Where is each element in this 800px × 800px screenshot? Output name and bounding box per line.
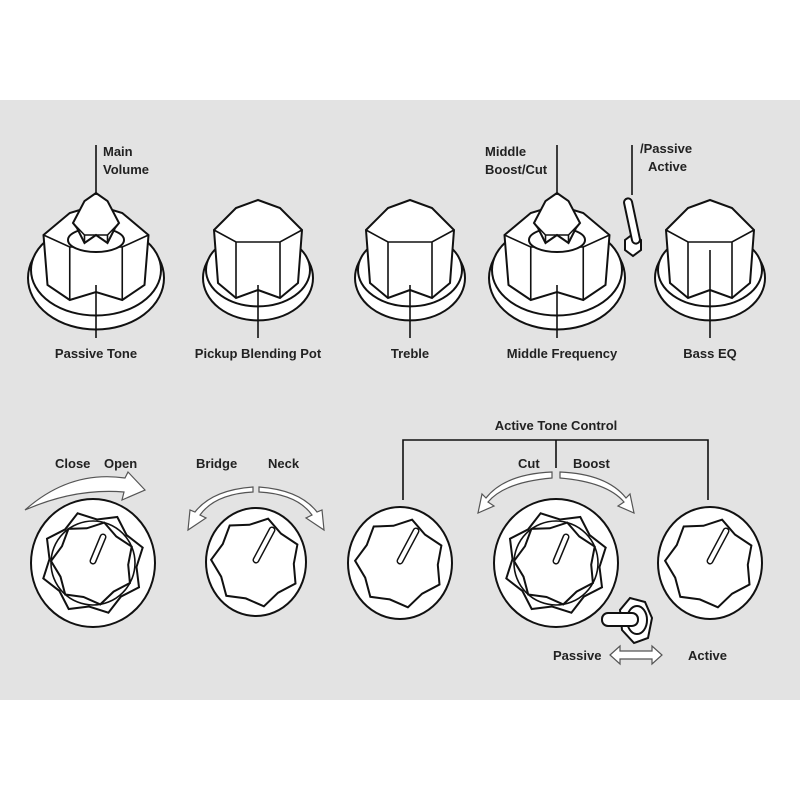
label-boost-cut: Boost/Cut	[485, 162, 548, 177]
knob-body	[212, 198, 304, 300]
stacked-knob-top-facets	[533, 222, 581, 243]
label-volume: Volume	[103, 162, 149, 177]
label-treble: Treble	[391, 346, 429, 361]
boost-arrow-icon	[559, 471, 635, 515]
label-open: Open	[104, 456, 137, 471]
label-passive-switch: Passive	[553, 648, 601, 663]
knob-indicator-fill	[254, 528, 274, 562]
bridge-arrow-icon	[187, 486, 254, 532]
label-boost: Boost	[573, 456, 611, 471]
double-arrow-icon	[609, 644, 663, 666]
knob-drawings	[27, 191, 766, 645]
stacked-knob-top-facets	[72, 222, 120, 243]
knob-collar-ring	[513, 520, 599, 606]
knob-indicator-fill	[554, 535, 568, 563]
label-passive-tone: Passive Tone	[55, 346, 137, 361]
knob-indicator-fill	[398, 529, 418, 563]
knob-body-facets	[213, 229, 303, 298]
neck-arrow-icon	[258, 486, 325, 532]
knob-body	[364, 198, 456, 300]
label-active-switch: Active	[688, 648, 727, 663]
knob-collar-ring	[50, 520, 136, 606]
label-bridge: Bridge	[196, 456, 237, 471]
label-main: Main	[103, 144, 133, 159]
label-passive: /Passive	[640, 141, 692, 156]
label-active-tone-control: Active Tone Control	[495, 418, 618, 433]
label-bass-eq: Bass EQ	[683, 346, 736, 361]
label-cut: Cut	[518, 456, 540, 471]
toggle-lever	[601, 612, 639, 627]
label-neck: Neck	[268, 456, 300, 471]
knob-indicator-fill	[708, 529, 728, 563]
active-tone-bracket	[402, 439, 709, 500]
label-close: Close	[55, 456, 90, 471]
label-middle-frequency: Middle Frequency	[507, 346, 618, 361]
label-middle: Middle	[485, 144, 526, 159]
knob-indicator-fill	[91, 535, 105, 563]
label-pickup-blending-pot: Pickup Blending Pot	[195, 346, 322, 361]
knob-body-facets	[365, 229, 455, 298]
cut-arrow-icon	[477, 471, 553, 515]
knob-body-facets	[665, 229, 755, 298]
close-open-arrow-icon	[24, 470, 147, 511]
toggle-lever	[623, 197, 641, 245]
label-active: Active	[648, 159, 687, 174]
